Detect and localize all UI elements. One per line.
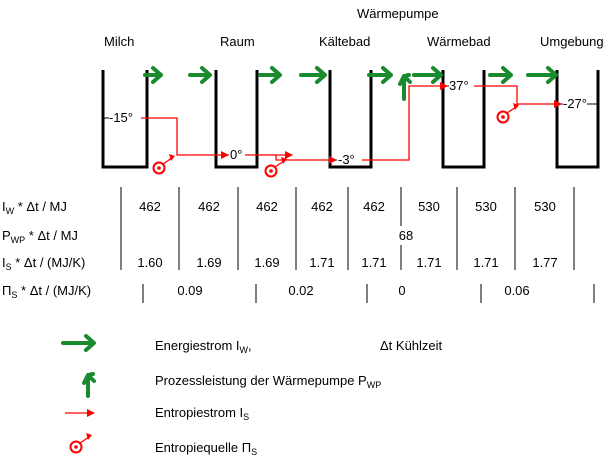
temp-waermebad: 37° [449,78,469,93]
temp-raum: 0° [230,147,242,162]
energy-flow-arrows [143,66,558,84]
pwp-value: 68 [399,228,413,243]
iw-value: 462 [256,199,278,214]
legend-entropy-source-icon [69,433,92,454]
column-raum: Raum [220,34,255,49]
reservoir-waermebad [441,70,486,169]
process-power-arrow [398,73,412,101]
iw-value: 462 [198,199,220,214]
iw-value: 530 [418,199,440,214]
column-umgebung: Umgebung [540,34,604,49]
is-value: 1.77 [532,255,557,270]
reservoir-kaeltebad [328,70,373,169]
iw-value: 530 [475,199,497,214]
reservoir-umgebung [555,70,600,169]
legend-energy-arrow-icon [61,334,96,352]
pis-value: 0.06 [504,283,529,298]
iw-value: 462 [311,199,333,214]
legend-energy-note: Δt Kühlzeit [380,338,443,353]
heat-pump-title: Wärmepumpe [357,6,439,21]
entropy-flow-paths [141,82,562,164]
is-value: 1.60 [137,255,162,270]
table-grid [120,187,595,303]
row-label-pis: ΠS * Δt / (MJ/K) [2,283,91,300]
is-value: 1.71 [473,255,498,270]
legend-entropy-source: Entropiequelle ΠS [155,440,257,457]
pis-value: 0.09 [177,283,202,298]
is-value: 1.69 [196,255,221,270]
legend: Energiestrom IW, Δt Kühlzeit Prozessleis… [61,334,443,457]
row-label-iw: IW * Δt / MJ [2,199,67,216]
legend-process: Prozessleistung der Wärmepumpe PWP [155,373,381,390]
iw-value: 462 [363,199,385,214]
pis-value: 0 [398,283,405,298]
is-value: 1.71 [361,255,386,270]
iw-value: 530 [534,199,556,214]
is-value: 1.69 [254,255,279,270]
column-waermebad: Wärmebad [427,34,491,49]
row-label-pwp: PWP * Δt / MJ [2,228,78,245]
reservoir-raum [214,70,259,169]
temp-kaeltebad: -3° [338,152,355,167]
pis-value: 0.02 [288,283,313,298]
column-kaeltebad: Kältebad [319,34,370,49]
legend-energy: Energiestrom IW, [155,338,252,355]
legend-entropy-flow: Entropiestrom IS [155,405,249,422]
row-label-is: IS * Δt / (MJ/K) [2,255,85,272]
column-milch: Milch [104,34,134,49]
entropy-source-markers [152,103,519,178]
iw-value: 462 [139,199,161,214]
is-value: 1.71 [416,255,441,270]
temp-milch: -15° [109,110,133,125]
legend-process-arrow-icon [82,372,96,398]
is-value: 1.71 [309,255,334,270]
temp-umgebung: -27° [563,96,587,111]
